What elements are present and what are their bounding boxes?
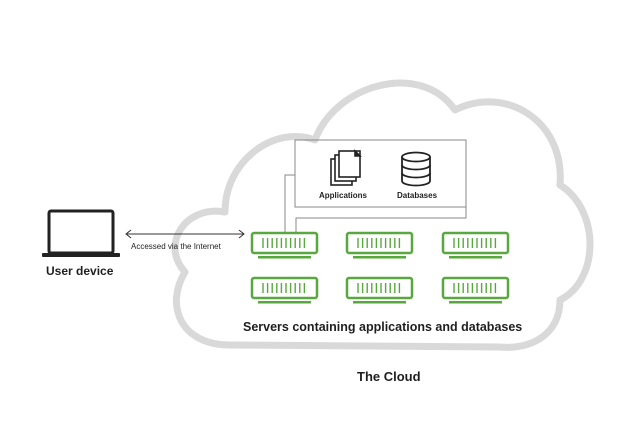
services-box bbox=[284, 139, 467, 232]
server-grid bbox=[250, 231, 510, 304]
server-icon bbox=[441, 276, 510, 304]
server-icon bbox=[345, 276, 414, 304]
applications-label: Applications bbox=[319, 191, 368, 200]
server-icon bbox=[441, 231, 510, 259]
server-icon bbox=[345, 231, 414, 259]
laptop-icon bbox=[42, 209, 120, 257]
documents-stack-icon bbox=[330, 149, 362, 186]
cloud-title: The Cloud bbox=[357, 369, 421, 384]
server-icon bbox=[250, 276, 319, 304]
databases-label: Databases bbox=[397, 191, 438, 200]
user-device-label: User device bbox=[46, 264, 114, 278]
database-icon bbox=[401, 151, 431, 187]
servers-label: Servers containing applications and data… bbox=[243, 320, 523, 334]
double-arrow-icon bbox=[125, 229, 245, 239]
cloud-outline bbox=[171, 79, 594, 351]
server-icon bbox=[250, 231, 319, 259]
connection-label: Accessed via the Internet bbox=[131, 242, 221, 251]
